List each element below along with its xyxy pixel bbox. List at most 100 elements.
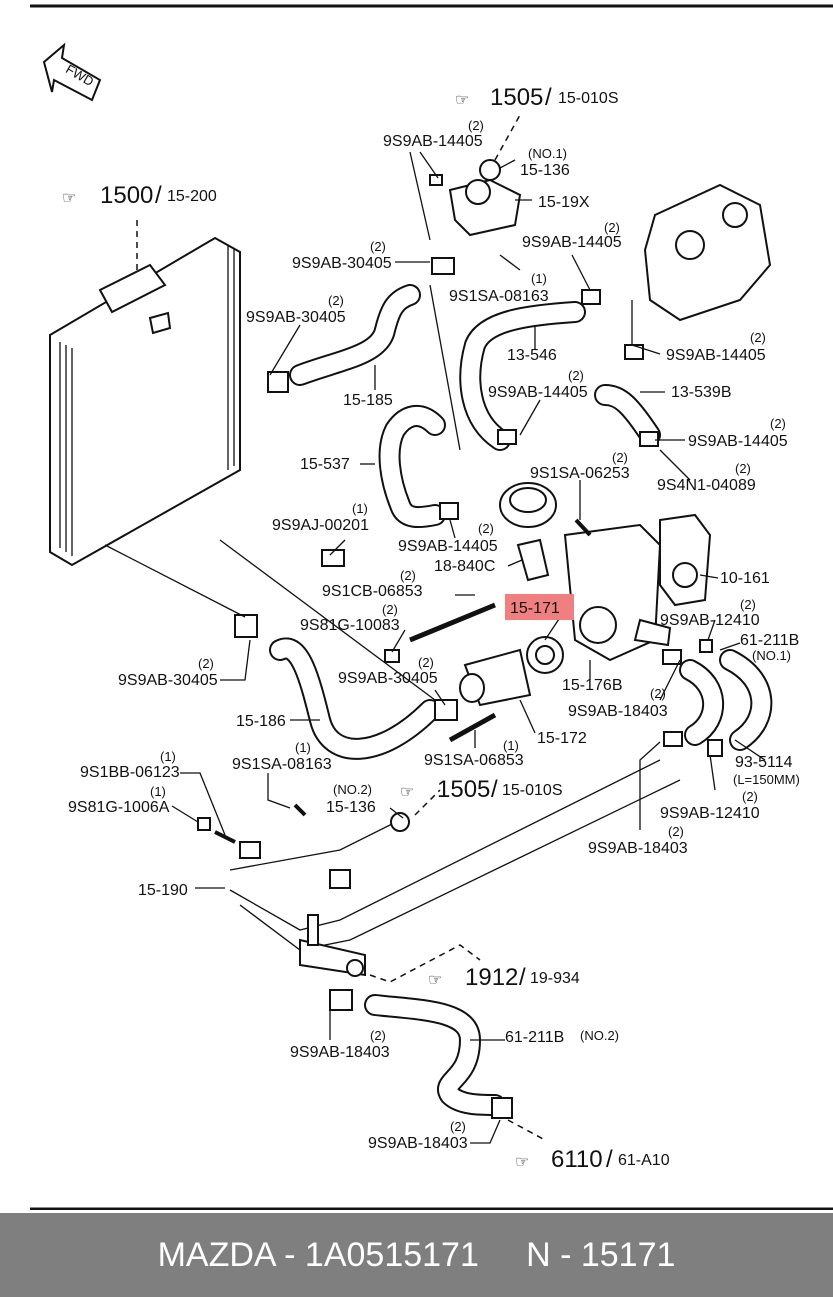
part-label: (2)9S81G-10083 bbox=[300, 602, 400, 634]
code: 9S9AB-12410 bbox=[660, 805, 760, 822]
qty: (1) bbox=[531, 271, 547, 286]
part-label: 15-171 bbox=[510, 600, 560, 617]
code: 9S9AB-14405 bbox=[666, 347, 766, 364]
code: 15-186 bbox=[236, 713, 286, 730]
part-label: (1)9S1SA-06853 bbox=[424, 738, 524, 769]
code: 9S9AB-30405 bbox=[292, 255, 392, 272]
ref-small: 15-010S bbox=[502, 782, 563, 799]
svg-text:/: / bbox=[545, 84, 552, 111]
part-label: 10-161 bbox=[720, 570, 770, 587]
qty: (NO.1) bbox=[528, 146, 567, 161]
ref-big: 1500 bbox=[100, 182, 153, 209]
code: 9S9AB-18403 bbox=[290, 1044, 390, 1061]
part-label: (NO.2)15-136 bbox=[326, 782, 376, 816]
code: 15-185 bbox=[343, 392, 393, 409]
code: 13-546 bbox=[507, 347, 557, 364]
pointer-hand-icon: ☞ bbox=[515, 1154, 529, 1171]
qty: (2) bbox=[770, 416, 786, 431]
part-label: (1)9S1SA-08163 bbox=[449, 271, 549, 305]
qty: (1) bbox=[295, 740, 311, 755]
part-label: (2)9S9AB-12410 bbox=[660, 789, 760, 822]
part-label: (2)9S4N1-04089 bbox=[657, 461, 756, 494]
qty: (2) bbox=[450, 1119, 466, 1134]
ref-big: 1505 bbox=[490, 84, 543, 111]
qty: (2) bbox=[612, 450, 628, 465]
code: 61-211B bbox=[505, 1029, 564, 1046]
qty: (2) bbox=[418, 655, 434, 670]
parts-diagram: FWD bbox=[30, 4, 833, 1210]
qty: (1) bbox=[503, 738, 519, 753]
code: 9S9AB-14405 bbox=[383, 133, 483, 150]
part-label: 18-840C bbox=[434, 558, 495, 575]
gasket-10-161 bbox=[659, 513, 712, 607]
part-label: (2)9S9AB-18403 bbox=[368, 1119, 468, 1152]
code: 9S4N1-04089 bbox=[657, 477, 756, 494]
code: 9S9AB-14405 bbox=[398, 538, 498, 555]
qty: (2) bbox=[668, 824, 684, 839]
svg-text:/: / bbox=[491, 776, 498, 803]
qty: (NO.1) bbox=[752, 648, 791, 663]
part-label: (2)9S9AB-30405 bbox=[338, 655, 438, 687]
qty: (NO.2) bbox=[333, 782, 372, 797]
part-label: 15-172 bbox=[537, 730, 587, 747]
code: 9S9AB-14405 bbox=[488, 384, 588, 401]
svg-text:/: / bbox=[155, 182, 162, 209]
o-ring-15-136-no1 bbox=[479, 159, 501, 181]
part-label: (2)9S9AB-30405 bbox=[292, 239, 392, 272]
hoses bbox=[269, 284, 773, 1116]
thermostat-15-171 bbox=[526, 636, 564, 674]
part-label: (2) 9S9AB-18403 bbox=[568, 686, 668, 720]
part-label: (1)9S1BB-06123 bbox=[80, 749, 180, 781]
code: 9S9AB-30405 bbox=[118, 672, 218, 689]
pointer-hand-icon: ☞ bbox=[455, 92, 469, 109]
ref-tag-6110: ☞ 6110 / 61-A10 bbox=[515, 1146, 670, 1173]
code: 9S9AB-12410 bbox=[660, 612, 760, 629]
code: 15-537 bbox=[300, 456, 350, 473]
part-label: (2)9S9AB-18403 bbox=[290, 1028, 390, 1061]
code: 61-211B bbox=[740, 632, 799, 649]
part-label: (2)9S9AB-14405 bbox=[688, 416, 788, 450]
qty: (2) bbox=[468, 118, 484, 133]
part-label: (1)9S9AJ-00201 bbox=[272, 501, 369, 534]
code: 18-840C bbox=[434, 558, 495, 575]
ref-small: 19-934 bbox=[530, 970, 580, 987]
thermostat-cover-15-176b bbox=[563, 523, 672, 662]
qty: (2) bbox=[650, 686, 666, 701]
bolts bbox=[214, 518, 592, 844]
highlight-box bbox=[505, 594, 574, 620]
part-label: (2)9S9AB-12410 bbox=[660, 597, 760, 629]
part-label: 15-190 bbox=[138, 882, 188, 899]
code: 15-136 bbox=[520, 162, 570, 179]
code: 9S1SA-06853 bbox=[424, 752, 524, 769]
code: 15-19X bbox=[538, 194, 590, 211]
part-label: (2)9S9AB-14405 bbox=[666, 330, 766, 364]
code: 9S9AB-18403 bbox=[568, 703, 668, 720]
part-label: 15-185 bbox=[343, 392, 393, 409]
part-label: (NO.1)61-211B bbox=[740, 632, 799, 663]
ref-tag-1505-mid: ☞ 1505 / 15-010S bbox=[400, 776, 563, 803]
clamps bbox=[197, 174, 723, 1119]
code: 10-161 bbox=[720, 570, 770, 587]
part-label: (1)9S1SA-08163 bbox=[232, 740, 332, 773]
qty: (NO.2) bbox=[580, 1028, 619, 1043]
water-outlet-15-19x bbox=[448, 159, 522, 237]
svg-text:/: / bbox=[519, 964, 526, 991]
part-label: 15-537 bbox=[300, 456, 350, 473]
water-pipe-15-190 bbox=[229, 759, 681, 977]
qty: (2) bbox=[382, 602, 398, 617]
code: 15-171 bbox=[510, 600, 560, 617]
ref-tag-1505-top: ☞ 1505 / 15-010S bbox=[455, 84, 619, 111]
part-label: 13-539B bbox=[671, 384, 732, 401]
qty: (2) bbox=[740, 597, 756, 612]
code: 9S81G-1006A bbox=[68, 799, 170, 816]
code: 15-172 bbox=[537, 730, 587, 747]
fwd-arrow-icon: FWD bbox=[42, 42, 102, 102]
part-label: (2)9S9AB-30405 bbox=[246, 293, 346, 326]
part-label: 15-186 bbox=[236, 713, 286, 730]
ref-small: 61-A10 bbox=[618, 1152, 670, 1169]
code: 9S81G-10083 bbox=[300, 617, 400, 634]
ref-big: 1505 bbox=[437, 776, 490, 803]
part-label: (NO.1)15-136 bbox=[520, 146, 570, 179]
code: 15-176B bbox=[562, 677, 623, 694]
code: 93-5114 bbox=[735, 754, 793, 771]
